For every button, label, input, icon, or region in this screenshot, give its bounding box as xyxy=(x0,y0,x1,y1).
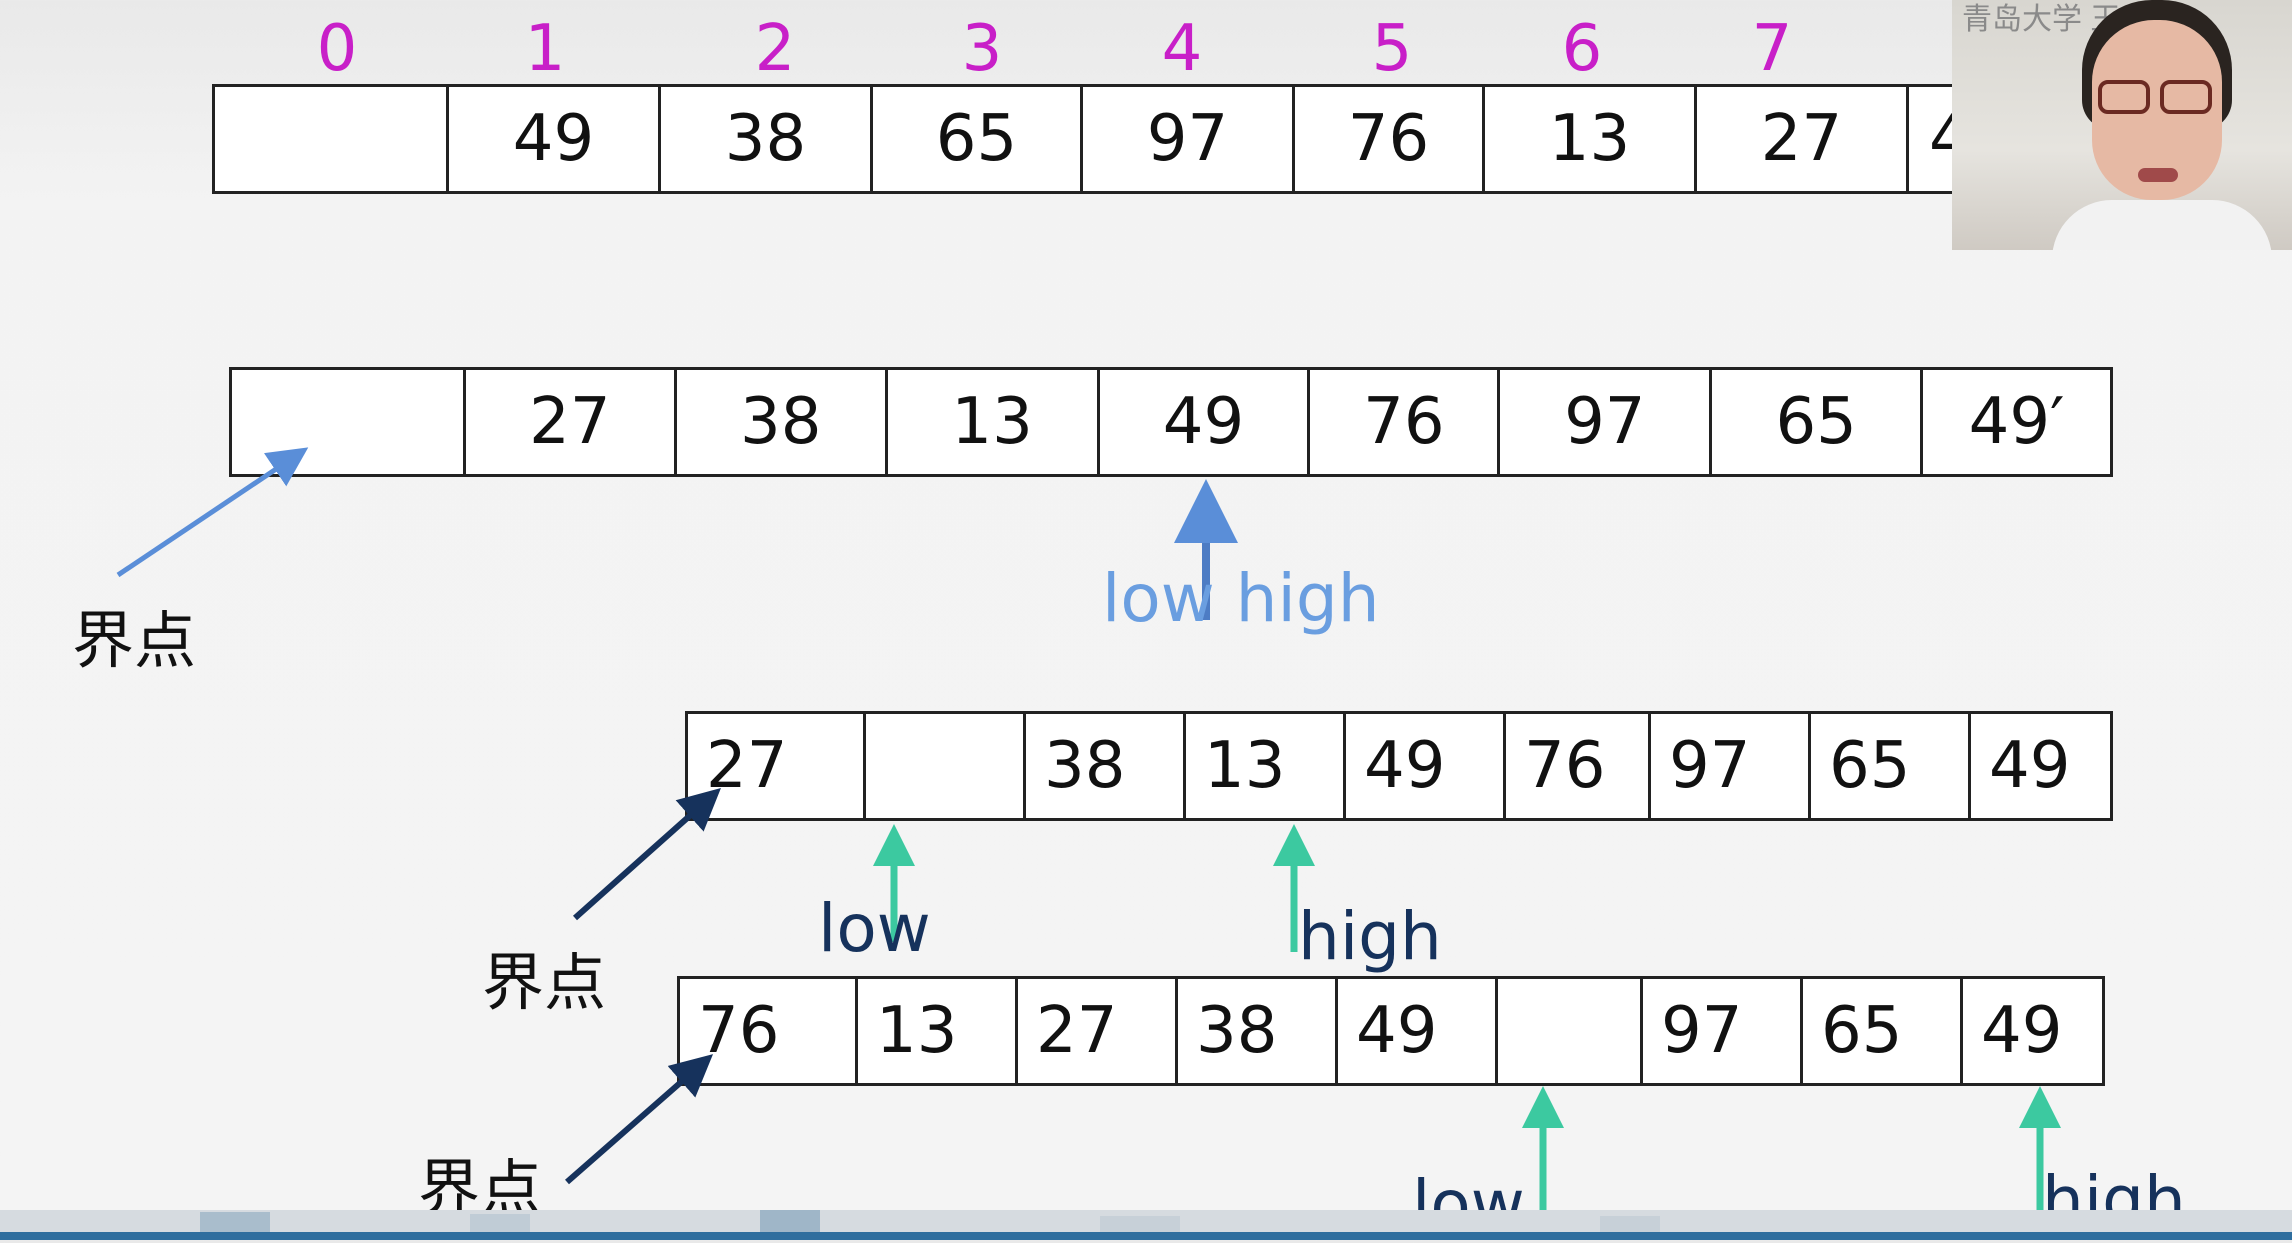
array-row-pass3: 76 13 27 38 49 97 65 49 xyxy=(677,976,2105,1086)
array-row-pass2: 27 38 13 49 76 97 65 49 xyxy=(685,711,2113,821)
index-label: 2 xyxy=(754,12,796,86)
array-cell: 97 xyxy=(1500,370,1713,474)
index-label: 4 xyxy=(1161,12,1203,86)
bottom-taskbar xyxy=(0,1210,2292,1240)
array-cell: 13 xyxy=(1485,87,1697,191)
array-cell: 97 xyxy=(1083,87,1295,191)
array-cell: 49′ xyxy=(1923,370,2114,474)
presenter-shirt xyxy=(2052,200,2272,250)
index-label: 1 xyxy=(524,12,566,86)
webcam-video: 青岛大学 王华 xyxy=(1952,0,2292,250)
boundary-label: 界点 xyxy=(72,604,197,677)
array-cell: 38 xyxy=(677,370,888,474)
array-cell: 27 xyxy=(1697,87,1909,191)
array-cell: 38 xyxy=(1026,714,1186,818)
presenter-mouth xyxy=(2138,168,2178,182)
array-cell: 76 xyxy=(1295,87,1485,191)
array-cell: 27 xyxy=(1018,979,1178,1083)
array-cell: 76 xyxy=(680,979,858,1083)
index-label: 3 xyxy=(961,12,1003,86)
array-cell: 49 xyxy=(449,87,661,191)
array-cell: 76 xyxy=(1310,370,1501,474)
index-label: 6 xyxy=(1561,12,1603,86)
index-label: 0 xyxy=(316,12,358,86)
array-cell: 38 xyxy=(1178,979,1338,1083)
array-cell: 65 xyxy=(1803,979,1963,1083)
high-label: high xyxy=(1298,898,1442,975)
array-cell: 13 xyxy=(888,370,1100,474)
index-label: 7 xyxy=(1751,12,1793,86)
array-row-pass1: 27 38 13 49 76 97 65 49′ xyxy=(229,367,2114,477)
array-cell: 65 xyxy=(1712,370,1924,474)
glasses-icon xyxy=(2098,80,2150,114)
array-cell xyxy=(1498,979,1643,1083)
array-cell: 27 xyxy=(466,370,677,474)
array-row-original: 49 38 65 97 76 13 27 4 xyxy=(212,84,1992,194)
array-cell xyxy=(215,87,449,191)
array-cell: 76 xyxy=(1506,714,1651,818)
array-cell: 65 xyxy=(873,87,1083,191)
glasses-icon xyxy=(2160,80,2212,114)
array-cell: 13 xyxy=(1186,714,1346,818)
boundary-label: 界点 xyxy=(482,946,607,1019)
array-cell xyxy=(232,370,466,474)
boundary-arrow xyxy=(116,447,309,578)
array-cell: 13 xyxy=(858,979,1018,1083)
array-cell: 97 xyxy=(1651,714,1811,818)
array-cell: 65 xyxy=(1811,714,1971,818)
array-cell: 49 xyxy=(1346,714,1506,818)
array-cell: 97 xyxy=(1643,979,1803,1083)
array-cell: 49 xyxy=(1963,979,2105,1083)
array-cell: 49 xyxy=(1971,714,2113,818)
array-cell: 49 xyxy=(1100,370,1311,474)
boundary-arrow xyxy=(573,788,721,921)
array-cell: 49 xyxy=(1338,979,1498,1083)
array-cell xyxy=(866,714,1026,818)
boundary-arrow xyxy=(565,1054,714,1185)
index-label: 5 xyxy=(1371,12,1413,86)
low-high-label: low high xyxy=(1102,560,1380,637)
low-label: low xyxy=(818,890,931,967)
array-cell: 38 xyxy=(661,87,873,191)
